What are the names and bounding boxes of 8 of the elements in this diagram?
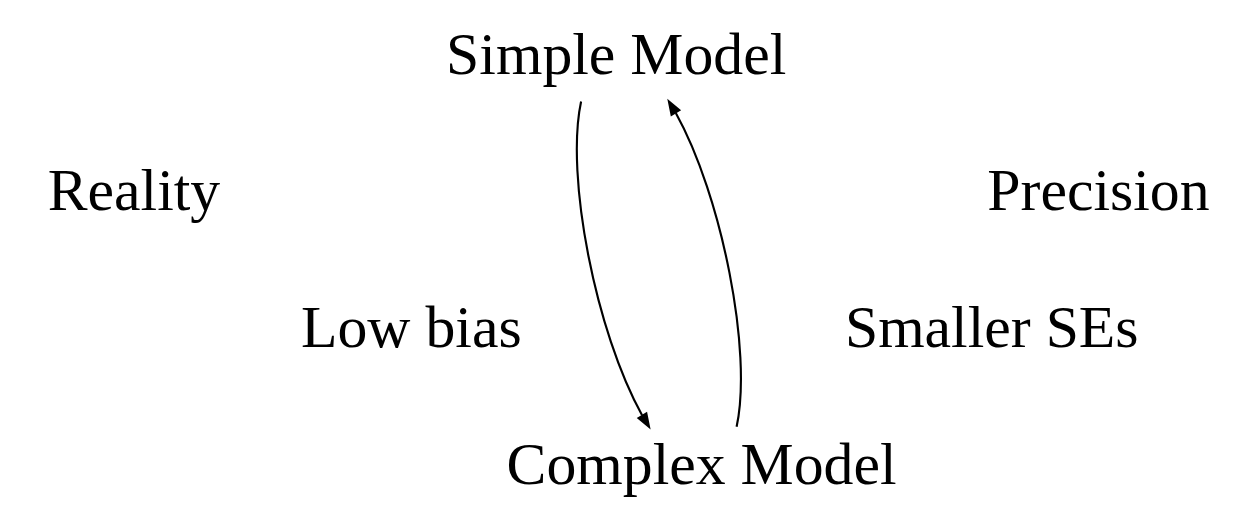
label: Reality bbox=[47, 156, 220, 223]
arrow bbox=[575, 100, 651, 430]
arrow bbox=[666, 98, 742, 427]
label: Low bias bbox=[300, 293, 522, 360]
node-text: Complex Model bbox=[506, 430, 897, 497]
label: Precision bbox=[986, 156, 1210, 223]
label: Smaller SEs bbox=[844, 293, 1139, 360]
node-text: Simple Model bbox=[445, 20, 786, 87]
